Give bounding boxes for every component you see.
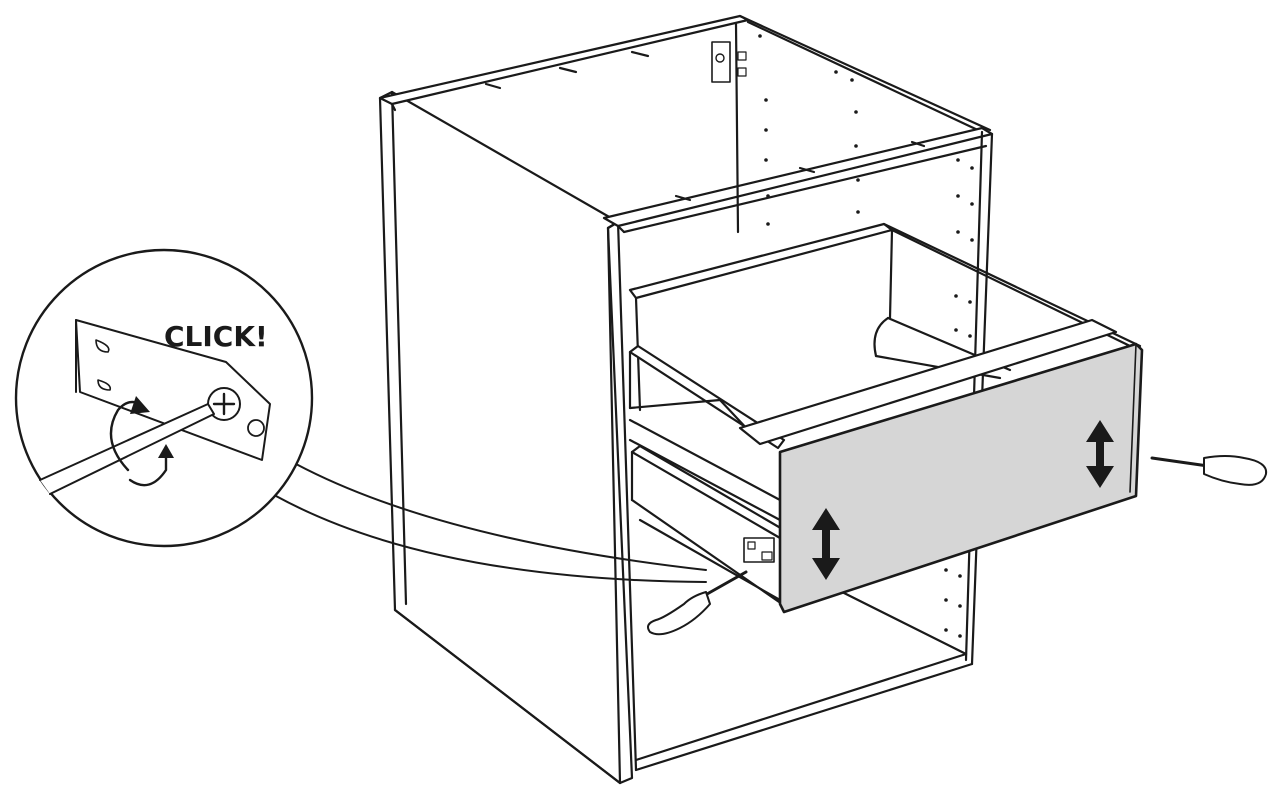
drawer-top-rail: [738, 318, 1118, 446]
callout-leader: [275, 463, 707, 583]
drawer: [628, 222, 1144, 614]
drawer-left-side: [628, 344, 786, 450]
rotate-arrow-icon: [109, 400, 142, 472]
cabinet-left-panel: [378, 90, 634, 785]
detail-callout: CLICK!: [14, 248, 314, 548]
drawer-front-panel: [778, 342, 1144, 614]
drawer-runner: [630, 444, 786, 540]
screw-icon: [207, 387, 265, 437]
cabinet-top-back-rail: [378, 14, 750, 106]
screwdriver-icon: [1150, 455, 1268, 486]
rotate-arrow-icon: [128, 454, 168, 487]
detail-bracket: [75, 319, 271, 461]
up-down-arrow-icon: [812, 508, 840, 580]
system-holes: [758, 34, 974, 638]
click-label: CLICK!: [164, 320, 268, 353]
screwdriver-icon: [647, 570, 748, 636]
cabinet: [378, 14, 994, 785]
cabinet-top-front-rail: [602, 126, 994, 228]
drawer-back: [628, 222, 894, 300]
up-down-arrow-icon: [1086, 420, 1114, 488]
